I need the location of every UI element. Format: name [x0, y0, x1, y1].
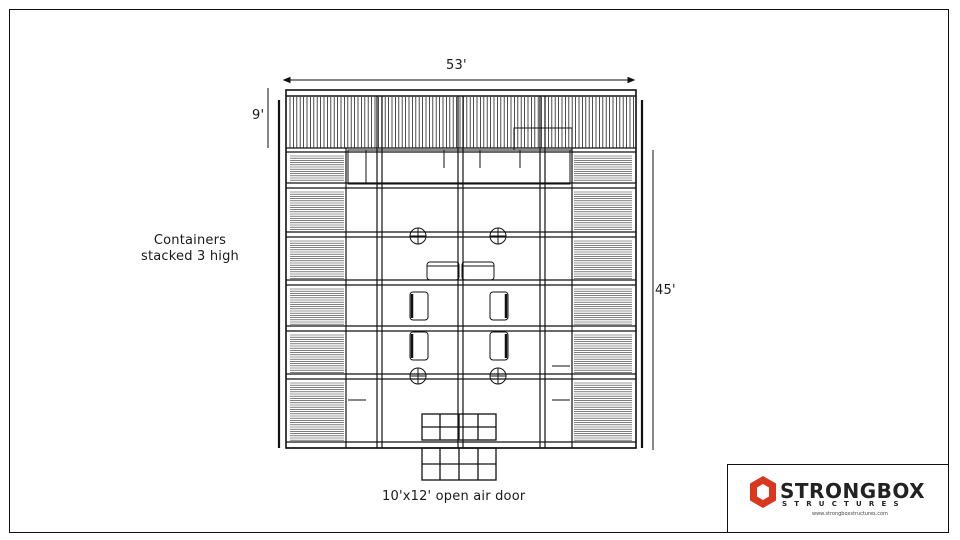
back-wall-corrugation: [289, 97, 634, 148]
width-dimension-label: 53': [446, 58, 467, 73]
structural-columns: [345, 96, 573, 448]
building-outline: [277, 89, 644, 449]
dimension-lines: [267, 76, 654, 450]
stack-annotation: Containers stacked 3 high: [130, 233, 250, 265]
brand-logo-box: STRONGBOX STRUCTURES www.strongboxstruct…: [727, 464, 949, 533]
stack-annotation-line1: Containers: [153, 233, 227, 248]
stack-annotation-line2: stacked 3 high: [141, 249, 239, 264]
interior-fixtures: [347, 127, 573, 401]
brand-name: STRONGBOX: [780, 479, 926, 503]
brand-subtitle: STRUCTURES: [782, 500, 906, 508]
door-annotation: 10'x12' open air door: [382, 489, 526, 504]
hexagon-logo-icon: [750, 476, 776, 508]
open-air-door: [421, 413, 497, 481]
drawing-frame: [9, 9, 949, 533]
height-dimension-label: 9': [252, 108, 265, 123]
floor-beams: [286, 147, 636, 449]
depth-dimension-label: 45': [655, 283, 676, 298]
brand-website: www.strongboxstructures.com: [812, 511, 888, 517]
side-container-rows: [290, 155, 632, 441]
